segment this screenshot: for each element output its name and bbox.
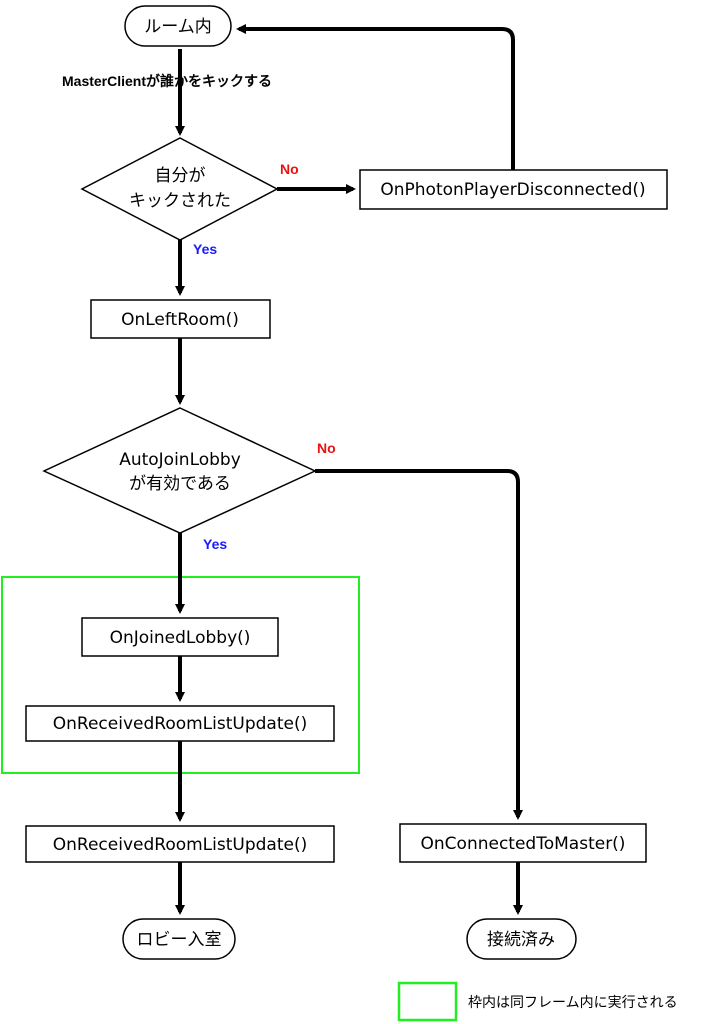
label-kicked-yes: Yes (193, 241, 217, 257)
edge-lobby-no (315, 469, 523, 820)
legend-swatch-same-frame (397, 981, 458, 1022)
terminator-connected (466, 918, 577, 960)
process-joined-lobby (81, 617, 279, 657)
label-kicked-line2: キックされた (129, 191, 231, 211)
terminator-room (124, 5, 232, 47)
label-left-room: OnLeftRoom() (121, 310, 239, 330)
process-left-room (90, 299, 271, 339)
label-kicked-line1: 自分が (155, 166, 206, 186)
process-player-disconnected (359, 169, 668, 210)
label-lobby-yes: Yes (203, 536, 227, 552)
label-room: ルーム内 (144, 17, 212, 37)
label-joined-lobby: OnJoinedLobby() (110, 628, 251, 648)
label-lobby-line2: が有効である (129, 474, 231, 494)
label-player-disconnected: OnPhotonPlayerDisconnected() (380, 180, 645, 200)
label-room-list-update: OnReceivedRoomListUpdate() (53, 835, 307, 855)
process-room-list-update (25, 825, 335, 863)
process-room-list-update-in-frame (25, 705, 335, 742)
label-lobby-line1: AutoJoinLobby (119, 450, 241, 470)
edge-disconnected-to-room (236, 24, 515, 170)
label-lobby-no: No (317, 440, 336, 456)
decision-auto-join-lobby (42, 407, 317, 534)
label-kicked-no: No (280, 161, 299, 177)
legend-label-same-frame: 枠内は同フレーム内に実行される (468, 995, 678, 1011)
label-connected: 接続済み (487, 930, 555, 950)
label-lobby-entry: ロビー入室 (137, 930, 222, 950)
label-connected-to-master: OnConnectedToMaster() (421, 834, 626, 854)
label-room-list-update-in-frame: OnReceivedRoomListUpdate() (53, 714, 307, 734)
process-connected-to-master (399, 823, 647, 863)
decision-kicked (80, 137, 279, 241)
terminator-lobby-entry (122, 918, 236, 960)
label-master-kick: MasterClientが誰かをキックする (62, 73, 272, 89)
